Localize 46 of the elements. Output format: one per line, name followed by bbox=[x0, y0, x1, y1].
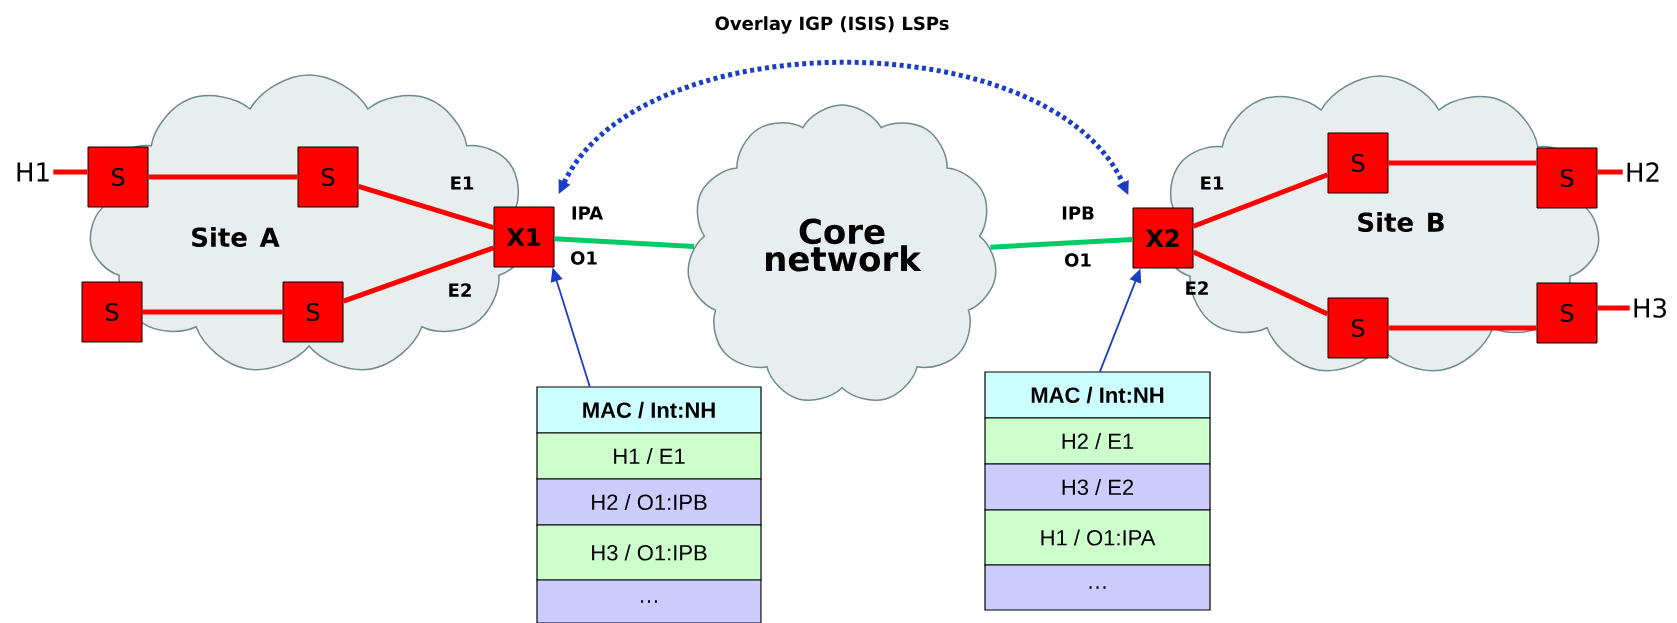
port-label: E2 bbox=[1186, 281, 1208, 295]
link-line bbox=[142, 309, 283, 315]
cloud: Core network bbox=[687, 104, 997, 401]
switch-box: S bbox=[81, 281, 143, 343]
link-line bbox=[1597, 305, 1630, 311]
table-header: MAC / Int:NH bbox=[984, 371, 1211, 419]
table-row: H3 / E2 bbox=[984, 463, 1211, 511]
link-line bbox=[990, 237, 1133, 250]
link-line bbox=[357, 183, 495, 231]
switch-box: S bbox=[87, 146, 149, 208]
link-line bbox=[148, 174, 298, 180]
table-row: H2 / E1 bbox=[984, 417, 1211, 465]
port-label: E2 bbox=[449, 283, 471, 297]
switch-box: S bbox=[1536, 282, 1598, 344]
link-line bbox=[1597, 169, 1623, 175]
link-line bbox=[53, 169, 88, 175]
host-label: H3 bbox=[1634, 298, 1666, 318]
port-label: E1 bbox=[1201, 176, 1224, 190]
switch-box: S bbox=[282, 281, 344, 343]
router-box: X2 bbox=[1132, 207, 1194, 269]
link-line bbox=[1192, 249, 1329, 317]
table-row: H3 / O1:IPB bbox=[536, 524, 762, 581]
table-header: MAC / Int:NH bbox=[536, 386, 762, 434]
edge-label: Overlay IGP (ISIS) LSPs bbox=[712, 14, 952, 36]
table-row: … bbox=[984, 564, 1211, 611]
port-label: O1 bbox=[571, 251, 597, 265]
switch-box: S bbox=[1327, 132, 1389, 194]
link-line bbox=[1388, 160, 1537, 166]
table-row: H2 / O1:IPB bbox=[536, 478, 762, 526]
link-line bbox=[1192, 172, 1329, 229]
router-box: X1 bbox=[493, 206, 555, 268]
host-label: H2 bbox=[1627, 162, 1659, 182]
host-label: H1 bbox=[17, 162, 49, 182]
port-label: IPA bbox=[572, 206, 604, 220]
port-label: IPB bbox=[1062, 206, 1094, 220]
table-row: H1 / O1:IPA bbox=[984, 509, 1211, 566]
link-line bbox=[342, 245, 495, 304]
link-line bbox=[554, 236, 695, 250]
table-row: H1 / E1 bbox=[536, 432, 762, 480]
port-label: O1 bbox=[1065, 253, 1091, 267]
port-label: E1 bbox=[451, 176, 474, 190]
switch-box: S bbox=[1327, 297, 1389, 359]
table-row: … bbox=[536, 579, 762, 623]
switch-box: S bbox=[297, 146, 359, 208]
switch-box: S bbox=[1536, 147, 1598, 209]
link-line bbox=[1388, 325, 1537, 331]
